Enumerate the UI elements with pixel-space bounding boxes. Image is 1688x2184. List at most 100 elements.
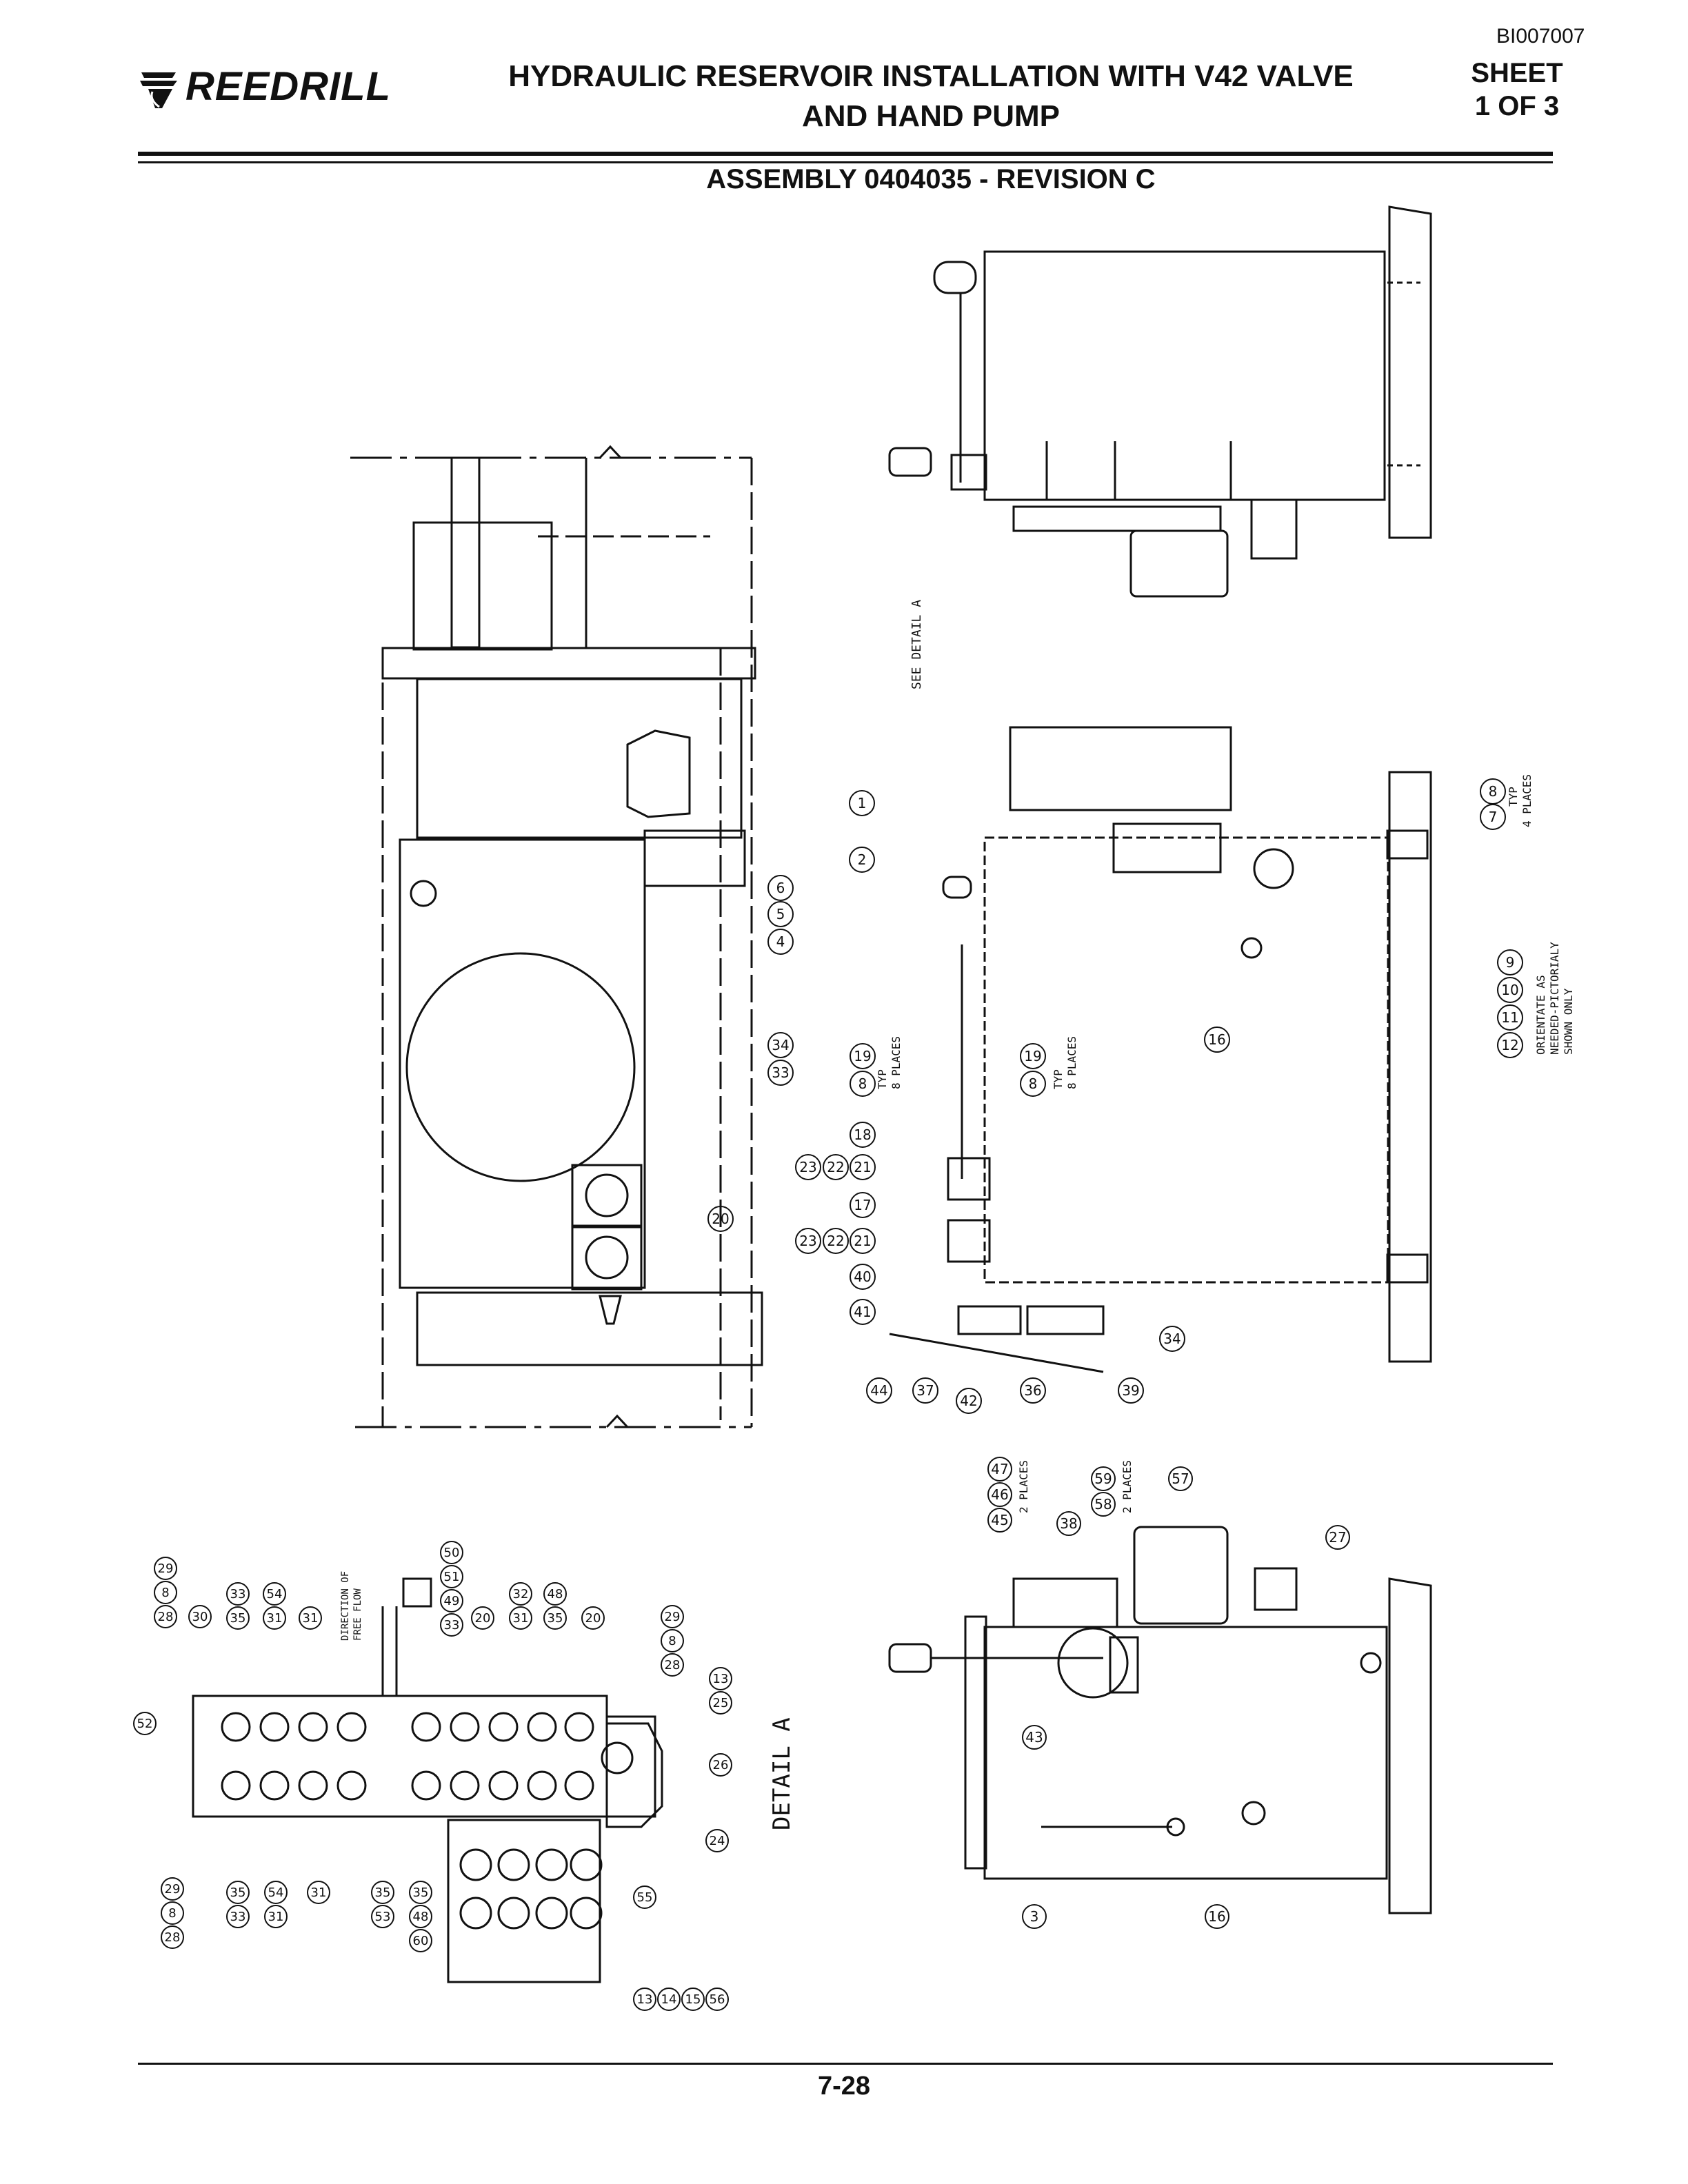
- balloon-31-b2: 31: [307, 1881, 330, 1904]
- balloon-14: 14: [657, 1988, 681, 2011]
- svg-text:26: 26: [713, 1758, 729, 1772]
- balloon-32: 32: [509, 1582, 532, 1606]
- svg-text:50: 50: [444, 1546, 460, 1560]
- balloon-51: 51: [440, 1565, 463, 1588]
- balloon-21b: 21: [850, 1228, 876, 1254]
- balloon-26: 26: [709, 1753, 732, 1777]
- svg-text:28: 28: [158, 1610, 174, 1624]
- svg-text:21: 21: [854, 1159, 871, 1175]
- balloon-16: 16: [1204, 1027, 1230, 1053]
- balloon-47: 47: [987, 1457, 1012, 1482]
- svg-text:53: 53: [375, 1910, 391, 1924]
- svg-text:35: 35: [230, 1611, 246, 1626]
- svg-text:10: 10: [1501, 982, 1518, 998]
- balloon-19-right: 19: [1020, 1043, 1046, 1069]
- reedrill-logo: REEDRILL: [134, 59, 391, 114]
- svg-text:8: 8: [168, 1906, 176, 1921]
- svg-text:29: 29: [165, 1882, 181, 1897]
- page-number: 7-28: [817, 2072, 871, 2101]
- svg-text:11: 11: [1501, 1009, 1518, 1026]
- svg-text:58: 58: [1094, 1496, 1112, 1513]
- balloon-23a: 23: [795, 1154, 821, 1180]
- document-id: BI007007: [1496, 25, 1585, 48]
- title-line-1: HYDRAULIC RESERVOIR INSTALLATION WITH V4…: [508, 59, 1354, 93]
- svg-text:12: 12: [1501, 1037, 1518, 1053]
- flow-direction-line2: FREE FLOW: [352, 1588, 363, 1641]
- svg-text:32: 32: [513, 1587, 529, 1601]
- balloon-35-b2: 35: [371, 1881, 394, 1904]
- balloon-28-tr: 28: [661, 1653, 684, 1677]
- balloon-13-b: 13: [633, 1988, 656, 2011]
- balloon-35-t: 35: [226, 1606, 250, 1630]
- detail-a-spools: [221, 1712, 634, 1930]
- svg-text:47: 47: [991, 1461, 1008, 1477]
- svg-text:55: 55: [637, 1890, 653, 1905]
- balloon-18: 18: [850, 1122, 876, 1148]
- svg-text:59: 59: [1094, 1470, 1112, 1487]
- header-rule-thick: [138, 152, 1553, 156]
- balloon-40: 40: [850, 1264, 876, 1290]
- logo-text: REEDRILL: [185, 63, 391, 109]
- balloon-8-bl: 8: [161, 1901, 184, 1925]
- end-view: [888, 1526, 1432, 1914]
- balloon-20-t: 20: [471, 1606, 494, 1630]
- svg-text:52: 52: [137, 1717, 153, 1731]
- balloon-19-left: 19: [850, 1043, 876, 1069]
- svg-text:33: 33: [772, 1064, 789, 1081]
- balloon-3: 3: [1022, 1904, 1047, 1929]
- svg-text:13: 13: [713, 1672, 729, 1686]
- balloon-33: 33: [767, 1060, 794, 1086]
- svg-text:22: 22: [827, 1233, 844, 1249]
- balloon-34: 34: [767, 1032, 794, 1058]
- footer-rule: [138, 2063, 1553, 2065]
- balloon-55: 55: [633, 1885, 656, 1909]
- balloon-27: 27: [1325, 1525, 1350, 1550]
- balloon-60: 60: [409, 1929, 432, 1952]
- four-places-note: 4 PLACES: [1520, 774, 1534, 827]
- end-view-balloons: 45 46 47 38 58 59 57 27 43 3 16: [987, 1457, 1350, 1929]
- balloon-5: 5: [767, 901, 794, 927]
- balloon-28-tl: 28: [154, 1605, 177, 1628]
- svg-text:4: 4: [776, 933, 785, 950]
- svg-text:8: 8: [668, 1634, 676, 1648]
- balloon-29-tr: 29: [661, 1605, 684, 1628]
- typ-note-left: TYP: [876, 1069, 889, 1089]
- svg-text:16: 16: [1208, 1031, 1225, 1048]
- balloon-8: 8: [1480, 778, 1506, 805]
- balloon-41: 41: [850, 1299, 876, 1325]
- balloon-12: 12: [1497, 1032, 1523, 1058]
- balloon-9: 9: [1497, 949, 1523, 975]
- balloon-48-b: 48: [409, 1905, 432, 1928]
- balloon-8-tr: 8: [661, 1629, 684, 1652]
- svg-text:22: 22: [827, 1159, 844, 1175]
- svg-text:56: 56: [710, 1992, 725, 2007]
- sheet-number: SHEET 1 OF 3: [1434, 57, 1600, 123]
- balloon-8-left: 8: [850, 1071, 876, 1097]
- side-view-balloons: 1 2 4 5 6 33 34 20 16 7 8 9 10 11 12 8 1…: [707, 778, 1523, 1414]
- balloon-54-t: 54: [263, 1582, 286, 1606]
- svg-text:16: 16: [1208, 1908, 1225, 1925]
- svg-text:17: 17: [854, 1197, 871, 1213]
- svg-text:23: 23: [799, 1159, 816, 1175]
- svg-text:45: 45: [991, 1512, 1008, 1528]
- balloon-33-b: 33: [226, 1905, 250, 1928]
- svg-text:35: 35: [375, 1885, 391, 1900]
- balloon-25: 25: [709, 1691, 732, 1715]
- orientate-note-line1: ORIENTATE AS: [1534, 975, 1547, 1055]
- balloon-4: 4: [767, 929, 794, 955]
- svg-text:31: 31: [268, 1910, 284, 1924]
- svg-text:31: 31: [303, 1611, 319, 1626]
- svg-text:35: 35: [547, 1611, 563, 1626]
- balloon-13-r: 13: [709, 1667, 732, 1690]
- svg-text:34: 34: [1163, 1331, 1180, 1347]
- balloon-39: 39: [1118, 1377, 1144, 1404]
- svg-text:33: 33: [230, 1587, 246, 1601]
- balloon-45: 45: [987, 1508, 1012, 1533]
- flow-direction-line1: DIRECTION OF: [340, 1571, 351, 1641]
- svg-text:20: 20: [585, 1611, 601, 1626]
- balloon-10: 10: [1497, 977, 1523, 1003]
- svg-text:28: 28: [165, 1930, 181, 1945]
- svg-text:9: 9: [1506, 954, 1515, 971]
- svg-text:39: 39: [1122, 1382, 1139, 1399]
